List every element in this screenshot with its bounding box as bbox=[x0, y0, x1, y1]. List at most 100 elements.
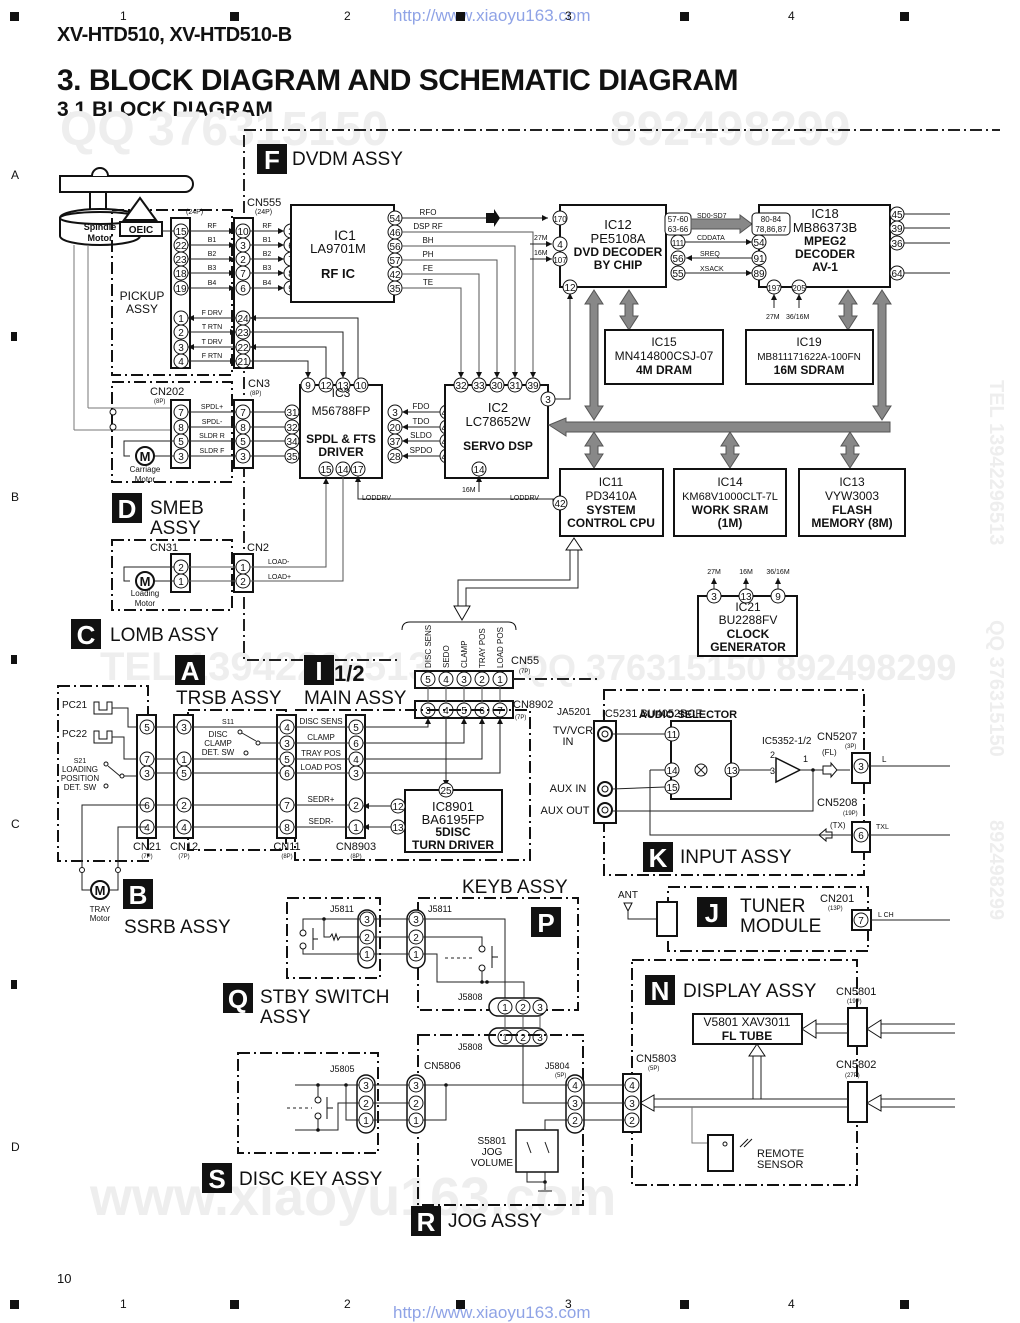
arrowhead bbox=[458, 372, 464, 378]
s11-label: DET. SW bbox=[202, 748, 235, 757]
signal-label: SEDR+ bbox=[308, 795, 335, 804]
rca-jack-center bbox=[601, 785, 609, 793]
wire bbox=[423, 936, 483, 946]
rca-jack-center bbox=[601, 806, 609, 814]
arrowhead bbox=[771, 294, 777, 300]
pin-number: 18 bbox=[175, 269, 187, 280]
arrowhead bbox=[542, 215, 548, 221]
section-title: 3.1 BLOCK DIAGRAM bbox=[57, 98, 273, 121]
pin-number: 22 bbox=[237, 343, 249, 354]
mech-wire bbox=[363, 718, 483, 760]
pin-number: 56 bbox=[389, 242, 401, 253]
ic5231-function: AUDIO SELECTOR bbox=[639, 709, 737, 721]
pin-number: 36 bbox=[891, 239, 903, 250]
signal-label: LODDRV bbox=[510, 495, 539, 502]
ic5352-label: IC5352-1/2 bbox=[762, 736, 812, 747]
switch-contact bbox=[299, 942, 307, 950]
mech-wire bbox=[363, 718, 501, 774]
source-url-top[interactable]: http://www.xiaoyu163.com bbox=[393, 6, 591, 25]
loading-wire bbox=[123, 566, 174, 582]
signal-label: SLDR F bbox=[200, 448, 225, 455]
pin-number: 12 bbox=[320, 381, 332, 392]
pin-number: 11 bbox=[667, 730, 678, 741]
arrowhead bbox=[476, 372, 482, 378]
ic3-ref: IC3 bbox=[332, 386, 351, 400]
cn11-label: CN11 bbox=[273, 841, 300, 853]
pin-number: 7 bbox=[144, 755, 150, 766]
spindle-motor-label: Spindle bbox=[84, 222, 117, 232]
cn12-label: CN12 bbox=[170, 841, 198, 853]
watermark-text: www.xiaoyu163.com bbox=[89, 1167, 616, 1227]
ic15-bus bbox=[619, 289, 639, 331]
pin-number: 54 bbox=[753, 238, 765, 249]
pin-number: 3 bbox=[545, 395, 551, 406]
source-url-bottom[interactable]: http://www.xiaoyu163.com bbox=[393, 1303, 591, 1322]
pin-number: 4 bbox=[178, 357, 184, 368]
servo-input-wire bbox=[402, 287, 462, 378]
signal-label: 16M bbox=[462, 487, 476, 494]
cn3-pins: (8P) bbox=[250, 391, 261, 397]
opamp-icon bbox=[775, 756, 802, 784]
switch-icon bbox=[526, 1141, 532, 1154]
arrowhead bbox=[229, 256, 235, 262]
pin-circle bbox=[453, 377, 469, 393]
pin-number: 7 bbox=[240, 408, 246, 419]
ic3-function: SPDL & FTS bbox=[306, 432, 376, 446]
pin-number: 2 bbox=[178, 328, 184, 339]
j5808-label: J5808 bbox=[458, 992, 483, 1002]
junction bbox=[316, 1128, 320, 1132]
pin-number: 9 bbox=[775, 592, 781, 603]
signal-label: 27M bbox=[766, 314, 780, 321]
rfo-arrow-icon bbox=[486, 209, 500, 227]
assembly-letter: B bbox=[129, 880, 148, 910]
servo-input-wire bbox=[402, 259, 498, 378]
pc-wire bbox=[112, 707, 140, 728]
pin-number: 2 bbox=[770, 750, 775, 760]
pin-number: 15 bbox=[320, 465, 332, 476]
cn201-label: CN201 bbox=[820, 893, 854, 905]
cn5208-label: CN5208 bbox=[817, 797, 857, 809]
cn31-label: CN31 bbox=[150, 542, 178, 554]
ic15-ref: IC15 bbox=[651, 335, 677, 349]
ic8901-function: 5DISC bbox=[435, 825, 471, 839]
signal-label: B1 bbox=[263, 237, 272, 244]
stby-boundary bbox=[286, 897, 381, 979]
servo-wire bbox=[250, 317, 359, 378]
pin-number: 2 bbox=[353, 801, 359, 812]
signal-label: L CH bbox=[878, 912, 894, 919]
ic18-function: DECODER bbox=[795, 247, 855, 261]
ic15-part: MN414800CSJ-07 bbox=[615, 349, 714, 363]
assembly-letter: C bbox=[77, 620, 96, 650]
s11-label: S11 bbox=[222, 719, 234, 726]
grid-mark bbox=[11, 655, 17, 664]
ic18-function: MPEG2 bbox=[804, 234, 846, 248]
arrowhead bbox=[746, 239, 752, 245]
signal-label: 36/16M bbox=[766, 569, 790, 576]
ja5201-jack-panel bbox=[593, 720, 617, 824]
cn5803-label: CN5803 bbox=[636, 1053, 676, 1065]
signal-label: RF bbox=[207, 223, 216, 230]
pin-number: 3 bbox=[413, 915, 419, 926]
cn555-pins: (24P) bbox=[255, 209, 272, 216]
ic13-box bbox=[798, 468, 906, 537]
signal-label: (FL) bbox=[822, 748, 837, 757]
arrowhead bbox=[305, 372, 311, 378]
wire bbox=[345, 1085, 359, 1121]
pin-number: 56 bbox=[672, 254, 684, 265]
ic2-function: SERVO DSP bbox=[463, 439, 533, 453]
assembly-p-badge bbox=[531, 907, 561, 937]
ic8901-function: TURN DRIVER bbox=[412, 838, 494, 852]
pin-number: 6 bbox=[240, 284, 246, 295]
pin-number: 15 bbox=[666, 783, 678, 794]
ic2-box bbox=[444, 384, 549, 479]
pin-number: 6 bbox=[479, 706, 485, 717]
assembly-r-name: JOG ASSY bbox=[448, 1211, 542, 1232]
pin-number: 24 bbox=[237, 314, 249, 325]
s11-label: DISC bbox=[208, 730, 227, 739]
ic1-part: LA9701M bbox=[310, 241, 366, 256]
signal-label: LOAD+ bbox=[268, 574, 291, 581]
assembly-n-badge bbox=[645, 975, 675, 1005]
cn5207-label: CN5207 bbox=[817, 731, 857, 743]
pin-number: 5 bbox=[284, 755, 290, 766]
